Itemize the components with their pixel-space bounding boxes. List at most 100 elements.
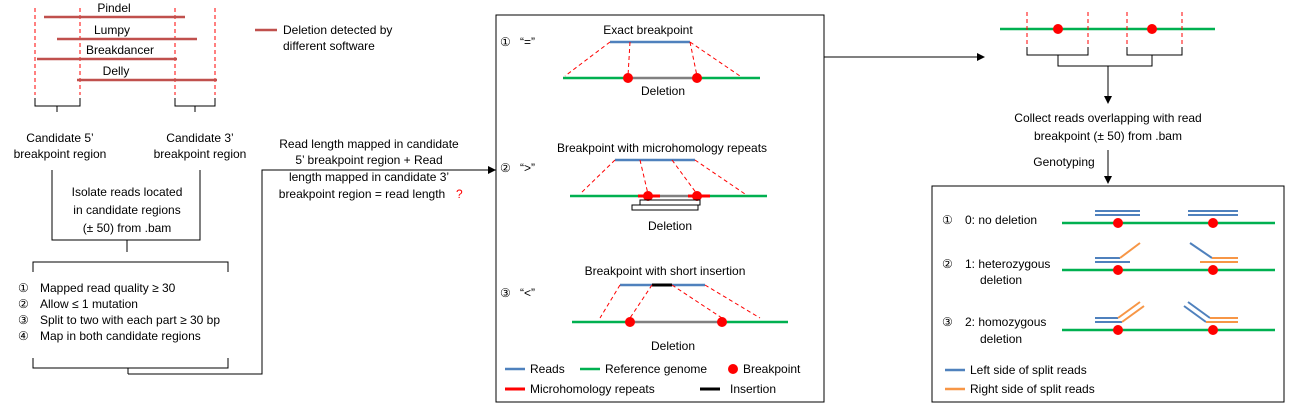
case-exact-breakpoint: ① “=” Exact breakpoint Deletion <box>500 23 760 98</box>
read-length-question: ? <box>456 187 463 201</box>
case2-deletion-bracket-lower <box>631 204 699 211</box>
legend-insertion-label: Insertion <box>730 382 776 396</box>
case1-title: Exact breakpoint <box>603 23 693 37</box>
right-down-arrowhead-1 <box>1104 96 1112 104</box>
legend-breakpoint-label: Breakpoint <box>743 362 801 376</box>
right-breakpoint-left <box>1053 24 1063 34</box>
criteria-text-1: Mapped read quality ≥ 30 <box>40 281 176 295</box>
g2-line1: 2: homozygous <box>965 315 1046 329</box>
case-short-insertion: ③ “<” Breakpoint with short insertion De… <box>500 264 788 353</box>
read-length-line1: Read length mapped in candidate <box>279 137 459 151</box>
read-length-line3: length mapped in candidate 3’ <box>289 170 449 184</box>
criteria-top-brace <box>32 261 229 272</box>
case-microhomology: ② “>” Breakpoint with microhomology repe… <box>500 141 767 233</box>
legend-line2: different software <box>283 39 375 53</box>
case1-map-left-outer <box>564 41 611 77</box>
genotype-heterozygous: ② 1: heterozygous deletion <box>942 242 1275 287</box>
g2-read-1a-right <box>1117 301 1141 319</box>
software-deletions: Pindel Lumpy Breakdancer Delly <box>34 1 217 95</box>
g2-read-2a-left <box>1187 301 1211 319</box>
right-brace-join <box>1057 55 1153 98</box>
genotype-no-deletion: ① 0: no deletion <box>942 210 1275 228</box>
g0-num: ① <box>942 213 953 227</box>
case2-map-right-outer <box>694 159 746 195</box>
genotype-panel <box>931 185 1285 403</box>
isolate-line3: (± 50) from .bam <box>83 221 172 235</box>
left-candidate-brace <box>34 98 81 112</box>
candidate-5-line2: breakpoint region <box>14 147 107 161</box>
legend-microhomology-label: Microhomology repeats <box>530 382 655 396</box>
criteria-bottom-brace <box>32 358 229 374</box>
case3-breakpoint-left <box>625 317 635 327</box>
case3-map-right-outer <box>704 284 761 319</box>
criteria-num-4: ④ <box>18 329 29 343</box>
legend-reads-label: Reads <box>530 362 565 376</box>
read-overlap-schematic <box>1000 12 1215 104</box>
case3-symbol: “<” <box>520 286 535 300</box>
criteria-num-2: ② <box>18 297 29 311</box>
g1-breakpoint-right <box>1208 265 1218 275</box>
breakpoint-types-panel <box>495 14 825 403</box>
case3-num: ③ <box>500 286 511 300</box>
g1-breakpoint-left <box>1113 265 1123 275</box>
right-brace-right <box>1126 47 1183 56</box>
right-candidate-brace <box>174 98 216 112</box>
isolate-line2: in candidate regions <box>73 203 180 217</box>
g1-line1: 1: heterozygous <box>965 257 1050 271</box>
case3-deletion-label: Deletion <box>651 339 695 353</box>
legend-right-split-label: Right side of split reads <box>970 382 1095 396</box>
case2-breakpoint-right <box>692 191 702 201</box>
collect-line1: Collect reads overlapping with read <box>1014 111 1201 125</box>
case2-map-right-inner <box>671 159 698 195</box>
collect-line2: breakpoint (± 50) from .bam <box>1034 129 1182 143</box>
criteria-list: ① Mapped read quality ≥ 30 ② Allow ≤ 1 m… <box>18 281 220 343</box>
software-legend: Deletion detected by different software <box>255 23 392 53</box>
case1-deletion-label: Deletion <box>641 84 685 98</box>
case3-title: Breakpoint with short insertion <box>585 264 746 278</box>
criteria-text-2: Allow ≤ 1 mutation <box>40 297 138 311</box>
g2-breakpoint-left <box>1113 325 1123 335</box>
case2-symbol: “>” <box>520 161 535 175</box>
right-breakpoint-right <box>1147 24 1157 34</box>
legend-line1: Deletion detected by <box>283 23 392 37</box>
candidate-3-line1: Candidate 3’ <box>166 131 233 145</box>
case1-num: ① <box>500 35 511 49</box>
g1-read-2a-left <box>1189 242 1213 259</box>
g2-breakpoint-right <box>1208 325 1218 335</box>
right-brace-left <box>1026 47 1089 56</box>
g2-read-1b-right <box>1121 305 1145 323</box>
case3-map-right-inner <box>671 284 723 319</box>
isolate-brace <box>51 170 201 252</box>
case1-map-left-inner <box>627 41 631 77</box>
legend-left-split-label: Left side of split reads <box>970 363 1087 377</box>
read-length-line4: breakpoint region = read length <box>279 187 445 201</box>
panel-to-right-arrowhead <box>977 53 985 61</box>
genotype-legend: Left side of split reads Right side of s… <box>945 363 1095 396</box>
case1-breakpoint-left <box>623 73 633 83</box>
criteria-num-3: ③ <box>18 313 29 327</box>
candidate-5-line1: Candidate 5’ <box>26 131 93 145</box>
legend-breakpoint-swatch <box>728 364 738 374</box>
legend-reference-label: Reference genome <box>605 362 707 376</box>
read-length-condition: Read length mapped in candidate 5’ break… <box>279 137 463 201</box>
g0-text: 0: no deletion <box>965 213 1037 227</box>
case1-map-right-inner <box>689 41 698 77</box>
isolate-line1: Isolate reads located <box>72 185 183 199</box>
g0-breakpoint-right <box>1208 218 1218 228</box>
case2-map-left-outer <box>579 159 616 195</box>
case1-breakpoint-right <box>692 73 702 83</box>
lumpy-label: Lumpy <box>94 23 130 37</box>
criteria-to-panel-connector <box>128 169 496 375</box>
g1-line2: deletion <box>980 273 1022 287</box>
g1-read-1a-right <box>1119 242 1141 259</box>
case1-map-right-outer <box>689 41 741 77</box>
case2-map-left-inner <box>639 159 649 195</box>
g2-line2: deletion <box>980 332 1022 346</box>
breakdancer-label: Breakdancer <box>86 43 154 57</box>
read-length-line2: 5’ breakpoint region + Read <box>295 153 442 167</box>
g2-read-2b-left <box>1183 305 1207 323</box>
case3-map-left-inner <box>629 284 653 319</box>
genotype-homozygous: ③ 2: homozygous deletion <box>942 301 1275 346</box>
criteria-num-1: ① <box>18 281 29 295</box>
